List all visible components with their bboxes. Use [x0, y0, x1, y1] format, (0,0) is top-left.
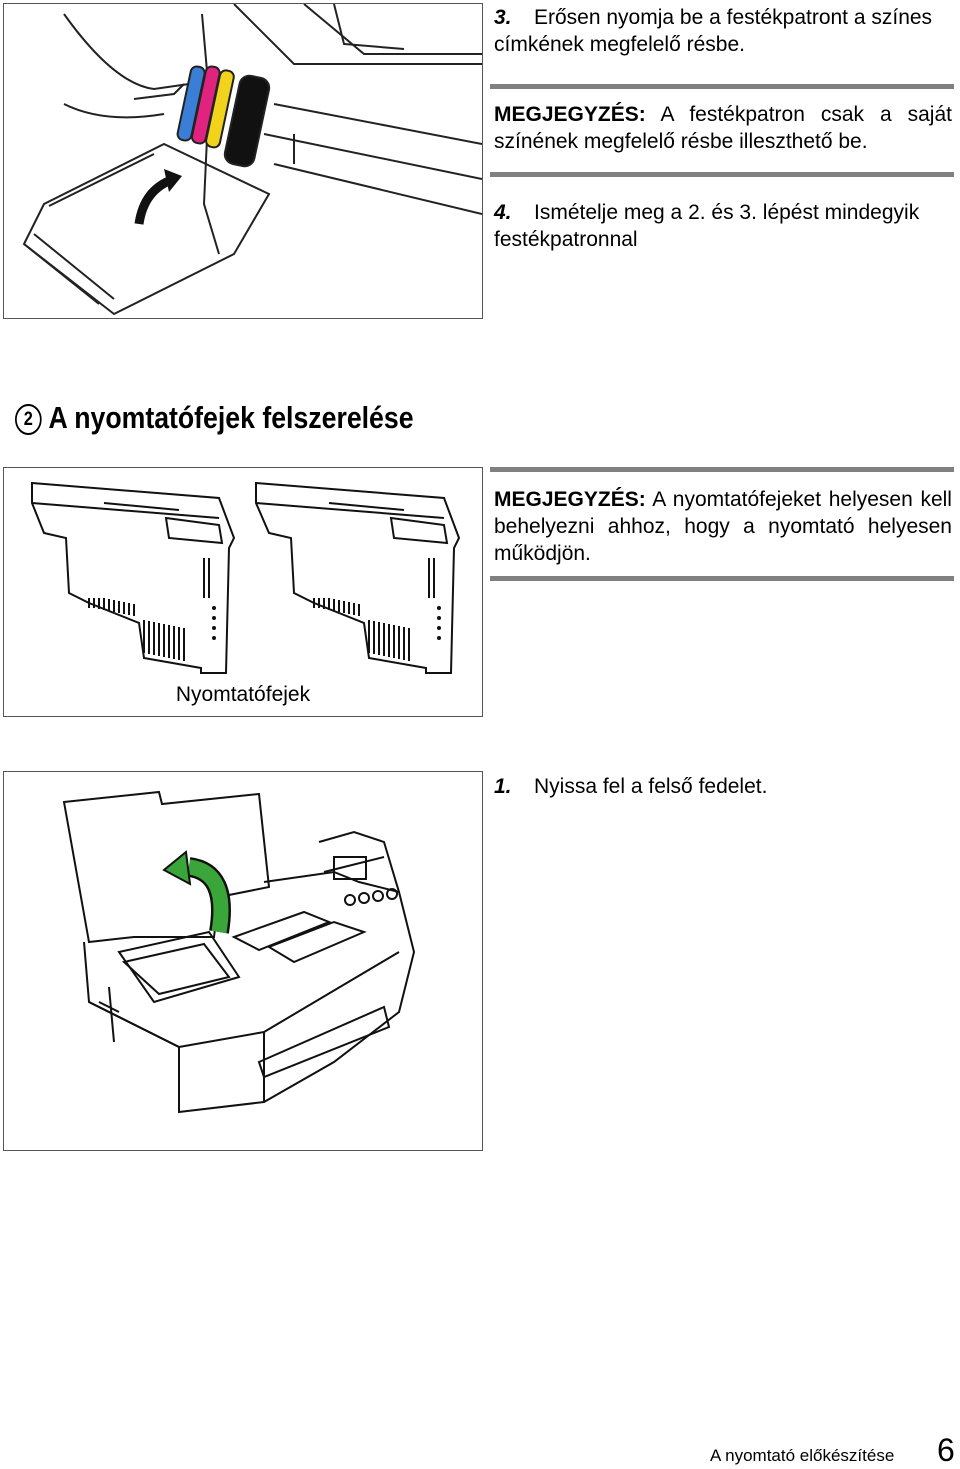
- step-3-text: Erősen nyomja be a festékpatront a színe…: [494, 6, 933, 56]
- step-1-number: 1.: [494, 775, 512, 798]
- section-title: A nyomtatófejek felszerelése: [48, 400, 414, 435]
- figure-cartridge-insertion: [3, 3, 483, 319]
- note-2: MEGJEGYZÉS: A nyomtatófejeket helyesen k…: [494, 486, 952, 567]
- print-head-left: [31, 481, 236, 674]
- footer-section-title: A nyomtató előkészítése: [710, 1446, 895, 1465]
- cartridge-insertion-illustration: [22, 4, 482, 316]
- note-2-label: MEGJEGYZÉS:: [494, 488, 646, 511]
- page-number: 6: [937, 1432, 955, 1468]
- note-1-label: MEGJEGYZÉS:: [494, 103, 646, 126]
- note-2-text: A nyomtatófejeket helyesen kell behelyez…: [494, 488, 952, 565]
- separator-2: [490, 172, 954, 177]
- note-1-text: A festékpatron csak a saját színének meg…: [494, 103, 952, 153]
- open-lid-illustration: [62, 790, 416, 1114]
- figure-open-lid: [3, 771, 483, 1151]
- separator-3: [490, 467, 954, 472]
- print-head-right: [255, 481, 461, 674]
- section-number-badge: 2: [15, 404, 42, 435]
- step-4-text: Ismételje meg a 2. és 3. lépést mindegyi…: [494, 201, 920, 251]
- control-panel-screen: [333, 856, 367, 880]
- figure-caption: Nyomtatófejek: [175, 683, 311, 706]
- step-4-number: 4.: [494, 201, 512, 224]
- separator-4: [490, 576, 954, 581]
- note-1: MEGJEGYZÉS: A festékpatron csak a saját …: [494, 101, 952, 155]
- figure-print-heads: Nyomtatófejek: [3, 467, 483, 717]
- step-1: 1. Nyissa fel a felső fedelet.: [494, 773, 952, 800]
- step-1-text: Nyissa fel a felső fedelet.: [534, 775, 768, 798]
- step-3-number: 3.: [494, 6, 512, 29]
- separator-1: [490, 84, 954, 89]
- step-3: 3.Erősen nyomja be a festékpatront a szí…: [494, 4, 952, 58]
- step-4: 4.Ismételje meg a 2. és 3. lépést mindeg…: [494, 199, 952, 253]
- print-heads-illustration: [31, 481, 461, 674]
